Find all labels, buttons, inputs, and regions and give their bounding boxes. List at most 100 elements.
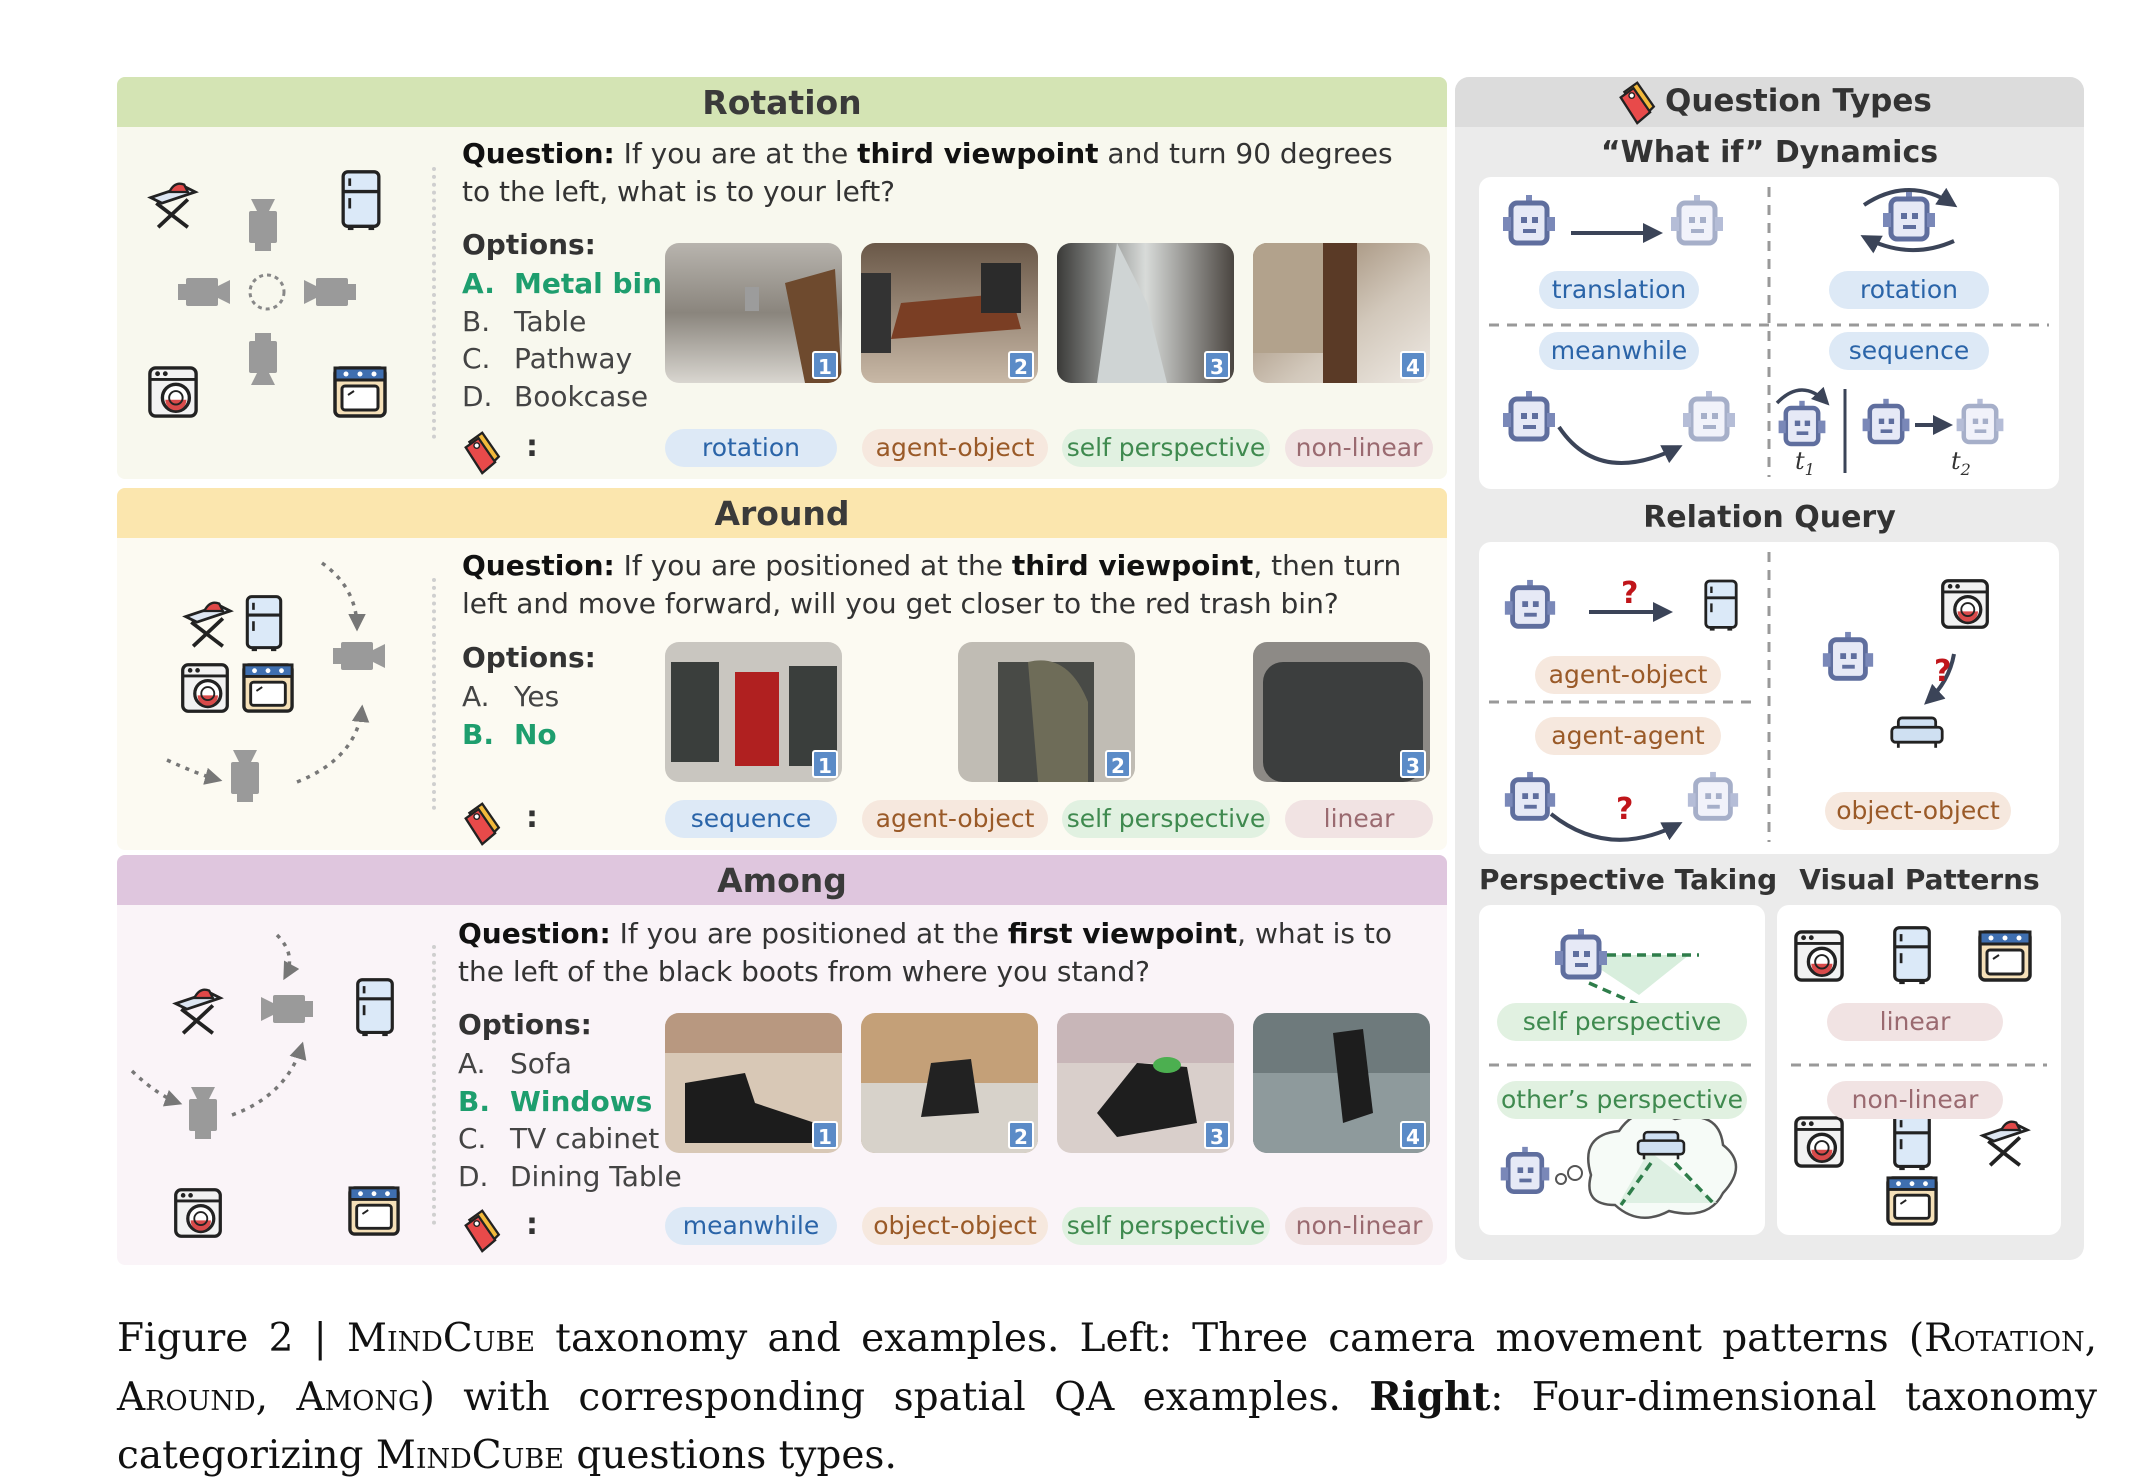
relation-diagram [1489,552,1989,842]
option-b: B.No [462,717,557,751]
options-list: A.Sofa B.Windows C.TV cabinet D.Dining T… [458,1045,682,1195]
tag-sequence: sequence [1829,332,1989,370]
options-label: Options: [462,641,596,674]
option-d: D.Dining Table [458,1159,682,1193]
oven-icon [333,366,387,418]
robot-icon [1863,399,1910,442]
view-photo-2: 2 [861,1013,1038,1153]
oven-icon [242,663,294,713]
around-panel: Around Question: If you are positioned a… [117,488,1447,850]
tag-non-linear: non-linear [1827,1081,2003,1119]
question-types-header [1455,77,2084,127]
robot-icon [1823,632,1873,678]
tag-agent-object: agent-object [862,800,1048,838]
divider [432,167,436,439]
oven-icon [1978,930,2032,982]
view-photo-3: 3 [1057,1013,1234,1153]
tag-icon [464,1209,500,1253]
fridge-icon [356,978,394,1037]
relation-card: ? ? ? agent-object agent-agent object-ob… [1479,542,2059,854]
tag-meanwhile: meanwhile [1539,332,1699,370]
tag-meanwhile: meanwhile [665,1207,837,1245]
perspective-card: self perspective other’s perspective [1479,905,1765,1235]
visual-card: linear non-linear [1777,905,2061,1235]
camera-bottom-icon [249,333,277,385]
washer-icon [1941,579,1989,629]
view-photo-3: 3 [1253,642,1430,782]
sofa-icon [1890,716,1944,750]
rotation-panel: Rotation Question: If you are at the thi… [117,77,1447,479]
dotted-arrow-top [320,561,366,632]
tag-icon [1619,81,1655,125]
among-header: Among [117,855,1447,905]
rotation-layout-diagram [117,127,427,479]
options-list: A.Metal bin B.Table C.Pathway D.Bookcase [462,265,662,415]
robot-icon [1503,391,1555,439]
fridge-icon [1893,926,1931,985]
around-layout-diagram [117,538,427,850]
fridge-icon [341,170,381,231]
option-c: C.TV cabinet [458,1122,660,1155]
question-types-title: Question Types [1665,83,1932,119]
question-mark: ? [1621,576,1639,611]
options-label: Options: [458,1008,592,1041]
fridge-icon [245,595,283,652]
perspective-title: Perspective Taking [1479,863,1778,896]
dotted-arrow-top [275,933,300,981]
robot-icon [1779,401,1826,444]
around-header: Around [117,488,1447,538]
oven-icon [1886,1176,1938,1226]
robot-icon [1501,1147,1550,1192]
tag-rotation: rotation [665,429,837,467]
option-d: D.Bookcase [462,379,649,413]
option-a: A.Sofa [458,1047,572,1080]
visual-title: Visual Patterns [1799,863,2040,896]
washer-icon [1794,930,1844,982]
iron-icon [1980,1119,2030,1168]
relation-title: Relation Query [1643,500,1896,535]
washer-icon [1794,1116,1844,1168]
tag-self-perspective: self perspective [1062,1207,1270,1245]
tag-others-perspective: other’s perspective [1497,1081,1747,1119]
rotation-header: Rotation [117,77,1447,127]
visual-diagram [1791,926,2047,1226]
perspective-diagram [1489,905,1755,1219]
question: Question: If you are positioned at the f… [458,917,1393,988]
tag-self-perspective: self perspective [1497,1003,1747,1041]
camera-top-icon [261,995,313,1023]
tag-icon [464,802,500,846]
fridge-icon [1704,579,1738,632]
robot-icon [1957,399,2004,442]
figure-caption: Figure 2 | MindCube taxonomy and example… [117,1316,2098,1478]
robot-icon [1688,772,1738,818]
tag-sequence: sequence [665,800,837,838]
dynamics-title: “What if” Dynamics [1600,135,1939,170]
oven-icon [348,1186,400,1236]
robot-icon [1505,580,1555,626]
view-photo-2: 2 [958,642,1135,782]
robot-icon [1505,772,1555,818]
view-photo-1: 1 [665,1013,842,1153]
tag-translation: translation [1539,271,1699,309]
tag-agent-object: agent-object [1535,656,1721,694]
robot-icon [1683,391,1735,439]
camera-top-icon [249,199,277,251]
view-photo-4: 4 [1253,243,1430,383]
tag-icon [464,431,500,475]
dotted-arrow-right [296,704,370,784]
tag-rotation: rotation [1829,271,1989,309]
robot-icon [1671,195,1723,243]
washer-icon [181,663,229,713]
tag-object-object: object-object [862,1207,1048,1245]
question-mark: ? [1934,654,1952,689]
camera-right-icon [333,642,385,670]
tag-non-linear: non-linear [1285,429,1433,467]
tag-self-perspective: self perspective [1062,429,1270,467]
question: Question: If you are positioned at the t… [462,549,1402,620]
divider [432,578,436,810]
t2-label: t2 [1951,447,1971,479]
option-a: A.Yes [462,680,560,713]
options-list: A.Yes B.No [462,678,559,753]
dotted-arrow-left [130,1069,183,1107]
options-label: Options: [462,228,596,261]
